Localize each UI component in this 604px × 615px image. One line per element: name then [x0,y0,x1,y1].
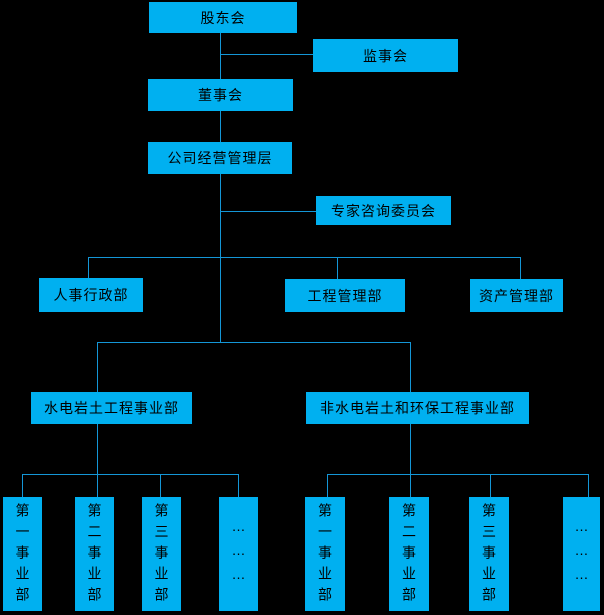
connector-line [97,342,98,392]
org-node-shareholders: 股东会 [149,2,297,33]
connector-line [220,33,221,79]
left-unit-1-label: 第一事业部 [14,503,31,608]
connector-line [220,174,221,342]
connector-line [238,474,239,497]
connector-line [220,211,316,212]
connector-line [520,257,521,279]
org-node-expert-committee: 专家咨询委员会 [316,196,451,225]
connector-line [97,342,410,343]
org-node-management-layer: 公司经营管理层 [148,142,292,174]
left-unit-3-label: 第三事业部 [153,503,170,608]
org-node-left-unit-3: 第三事业部 [142,497,181,611]
right-unit-1-label: 第一事业部 [317,503,333,608]
org-node-left-unit-more: ……… [219,497,258,611]
connector-line [22,474,23,497]
right-unit-2-label: 第二事业部 [401,503,417,608]
org-node-right-unit-3: 第三事业部 [469,497,509,611]
right-unit-3-label: 第三事业部 [481,503,497,608]
org-node-engineering-mgmt-dept: 工程管理部 [285,279,405,312]
connector-line [490,474,491,497]
org-node-right-unit-2: 第二事业部 [389,497,429,611]
connector-line [97,424,98,474]
connector-line [588,474,589,497]
connector-line [88,257,89,278]
left-unit-2-label: 第二事业部 [86,503,103,608]
org-node-supervisory-board: 监事会 [313,39,458,72]
org-node-left-unit-1: 第一事业部 [3,497,42,611]
org-node-asset-mgmt-dept: 资产管理部 [470,279,563,312]
org-node-right-unit-1: 第一事业部 [305,497,345,611]
connector-line [160,474,161,497]
right-unit-more-label: ……… [573,518,590,590]
connector-line [410,424,411,474]
org-node-right-unit-more: ……… [563,497,600,611]
org-node-non-hydro-env-division: 非水电岩土和环保工程事业部 [306,392,529,424]
org-node-hydro-geotech-division: 水电岩土工程事业部 [31,392,192,424]
connector-line [327,474,588,475]
org-node-left-unit-2: 第二事业部 [75,497,114,611]
connector-line [220,54,313,55]
org-node-board-of-directors: 董事会 [148,79,293,111]
connector-line [97,474,98,497]
connector-line [410,342,411,392]
connector-line [410,474,411,497]
connector-line [220,111,221,142]
left-unit-more-label: ……… [230,518,247,590]
org-node-hr-admin-dept: 人事行政部 [39,278,143,312]
connector-line [22,474,238,475]
connector-line [327,474,328,497]
connector-line [88,257,520,258]
connector-line [337,257,338,279]
